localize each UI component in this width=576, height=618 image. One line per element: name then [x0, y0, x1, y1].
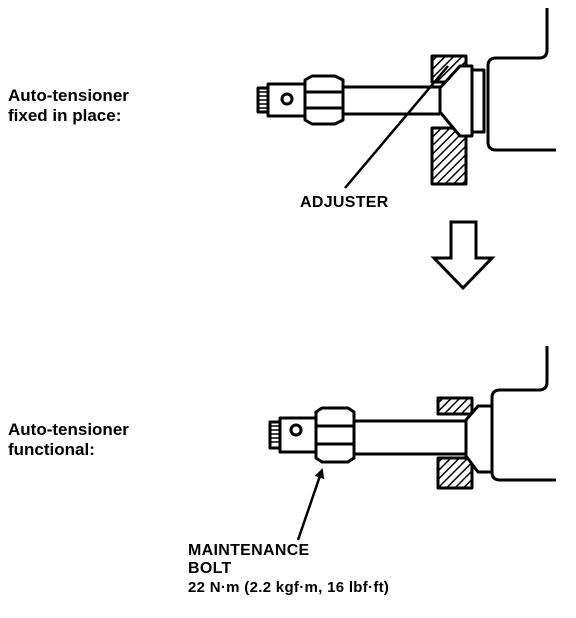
- maintenance-bolt-leader: [296, 468, 325, 541]
- functional-collar: [464, 404, 494, 474]
- functional-thread-end: [268, 420, 282, 450]
- functional-rod: [354, 419, 466, 456]
- fixed-rod: [343, 85, 440, 116]
- fixed-state-assembly: [256, 8, 556, 186]
- fixed-adjuster-collar: [438, 64, 474, 138]
- functional-housing-outline: [490, 346, 556, 482]
- functional-bracket-lower: [436, 456, 474, 490]
- functional-state-label: Auto-tensioner functional:: [8, 420, 129, 459]
- transition-down-arrow: [430, 220, 496, 291]
- fixed-state-line2: fixed in place:: [8, 105, 122, 125]
- functional-bolt-hole: [289, 423, 303, 437]
- fixed-bolt-body: [266, 82, 307, 118]
- torque-spec: 22 N·m (2.2 kgf·m, 16 lbf·ft): [188, 578, 390, 596]
- maintenance-bolt-line1: MAINTENANCE: [188, 542, 310, 559]
- fixed-housing-outline: [486, 8, 556, 152]
- fixed-collar-ring: [470, 68, 486, 134]
- functional-state-assembly: [268, 346, 556, 490]
- functional-hex-nut: [314, 406, 356, 464]
- adjuster-callout-label: ADJUSTER: [300, 194, 389, 211]
- maintenance-bolt-callout: MAINTENANCE BOLT 22 N·m (2.2 kgf·m, 16 l…: [188, 542, 389, 596]
- fixed-hex-nut: [303, 74, 345, 126]
- fixed-bracket-lower: [430, 126, 468, 186]
- maintenance-bolt-line2: BOLT: [188, 560, 232, 578]
- adjuster-leader-line: [344, 65, 449, 189]
- functional-state-line2: functional:: [8, 439, 95, 459]
- functional-state-line1: Auto-tensioner: [8, 420, 129, 439]
- fixed-state-label: Auto-tensioner fixed in place:: [8, 86, 129, 125]
- fixed-state-line1: Auto-tensioner: [8, 86, 129, 105]
- functional-bracket-upper: [436, 396, 474, 416]
- fixed-bolt-hole: [280, 92, 294, 106]
